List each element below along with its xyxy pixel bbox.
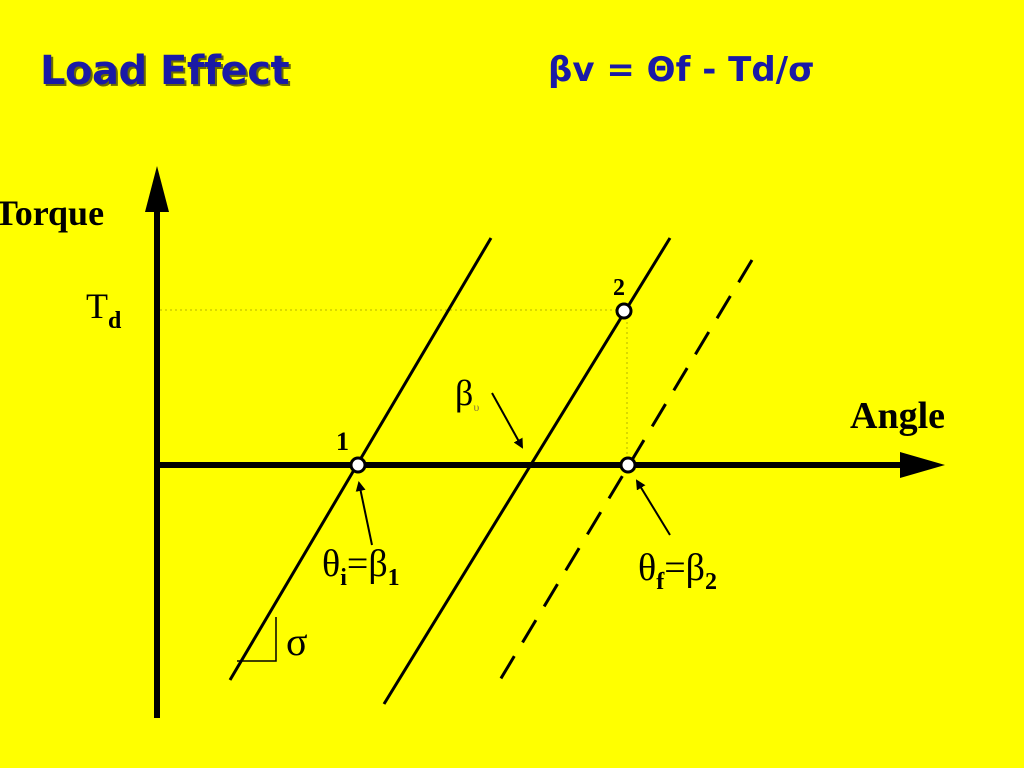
slope-label: σ <box>286 619 308 664</box>
beta-label: βυ <box>455 373 479 414</box>
theta-i-arrow <box>355 481 373 546</box>
theta-f-label: θf=β2 <box>638 547 717 595</box>
point-theta-f-marker <box>619 456 637 474</box>
slope-triangle <box>237 617 277 662</box>
formula: βv = Θf - Td/σ <box>548 50 815 90</box>
beta-arrow <box>491 392 523 449</box>
y-axis-label: Torque <box>0 193 104 233</box>
slide-title: Load Effect <box>40 48 290 94</box>
td-label: Td <box>86 286 122 334</box>
x-axis-label: Angle <box>850 395 945 437</box>
point-1-marker <box>349 456 367 474</box>
point-2-label: 2 <box>613 275 625 301</box>
point-1-label: 1 <box>336 427 349 456</box>
point-2-marker <box>615 302 633 320</box>
x-axis-arrowhead <box>900 452 945 478</box>
y-axis-arrowhead <box>145 166 169 212</box>
theta-f-arrow <box>635 479 671 536</box>
theta-i-label: θi=β1 <box>322 543 400 591</box>
